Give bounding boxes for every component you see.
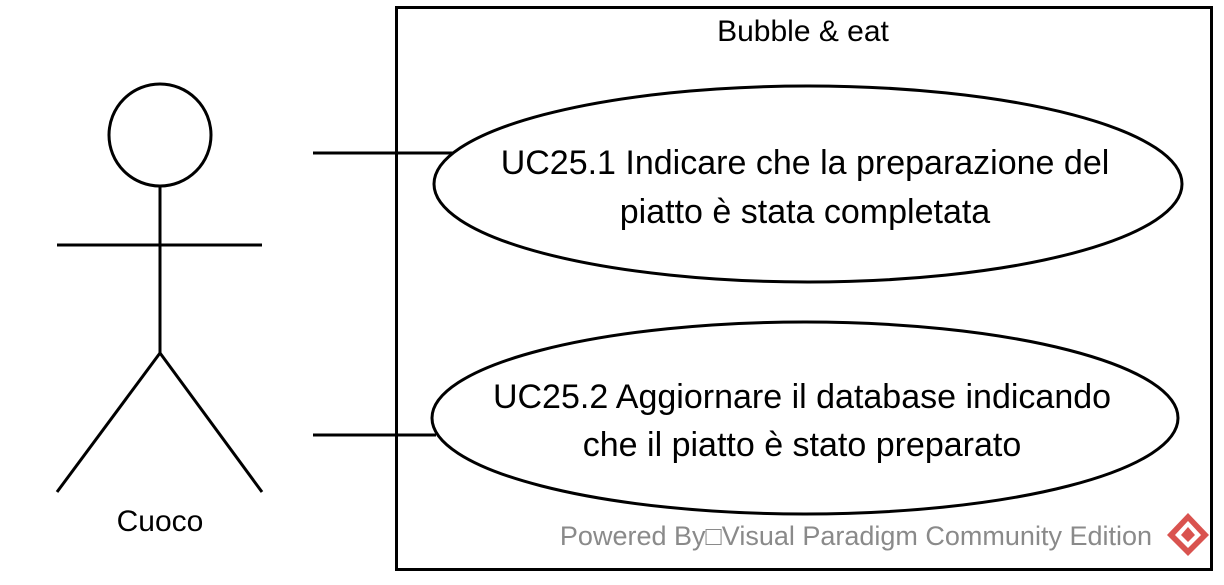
watermark-text: Powered By□Visual Paradigm Community Edi…: [560, 521, 1152, 551]
use-case-uc25-1[interactable]: UC25.1 Indicare che la preparazione del …: [432, 84, 1184, 284]
use-case-label-line1: UC25.1 Indicare che la preparazione del: [501, 144, 1110, 182]
actor-head: [107, 82, 213, 188]
visual-paradigm-logo-icon: [1167, 513, 1209, 556]
use-case-ellipse: [430, 320, 1180, 516]
actor-figure: [55, 82, 264, 493]
use-case-label-line2: piatto è stata completata: [620, 193, 991, 231]
actor-right-leg: [158, 352, 264, 493]
use-case-label-line2: che il piatto è stato preparato: [583, 426, 1022, 464]
use-case-ellipse: [432, 84, 1184, 284]
system-title: Bubble & eat: [717, 15, 889, 48]
use-case-label-line1: UC25.2 Aggiornare il database indicando: [493, 378, 1111, 416]
use-case-uc25-2[interactable]: UC25.2 Aggiornare il database indicando …: [430, 320, 1180, 516]
actor-name: Cuoco: [117, 505, 204, 538]
actor-left-leg: [55, 352, 162, 493]
